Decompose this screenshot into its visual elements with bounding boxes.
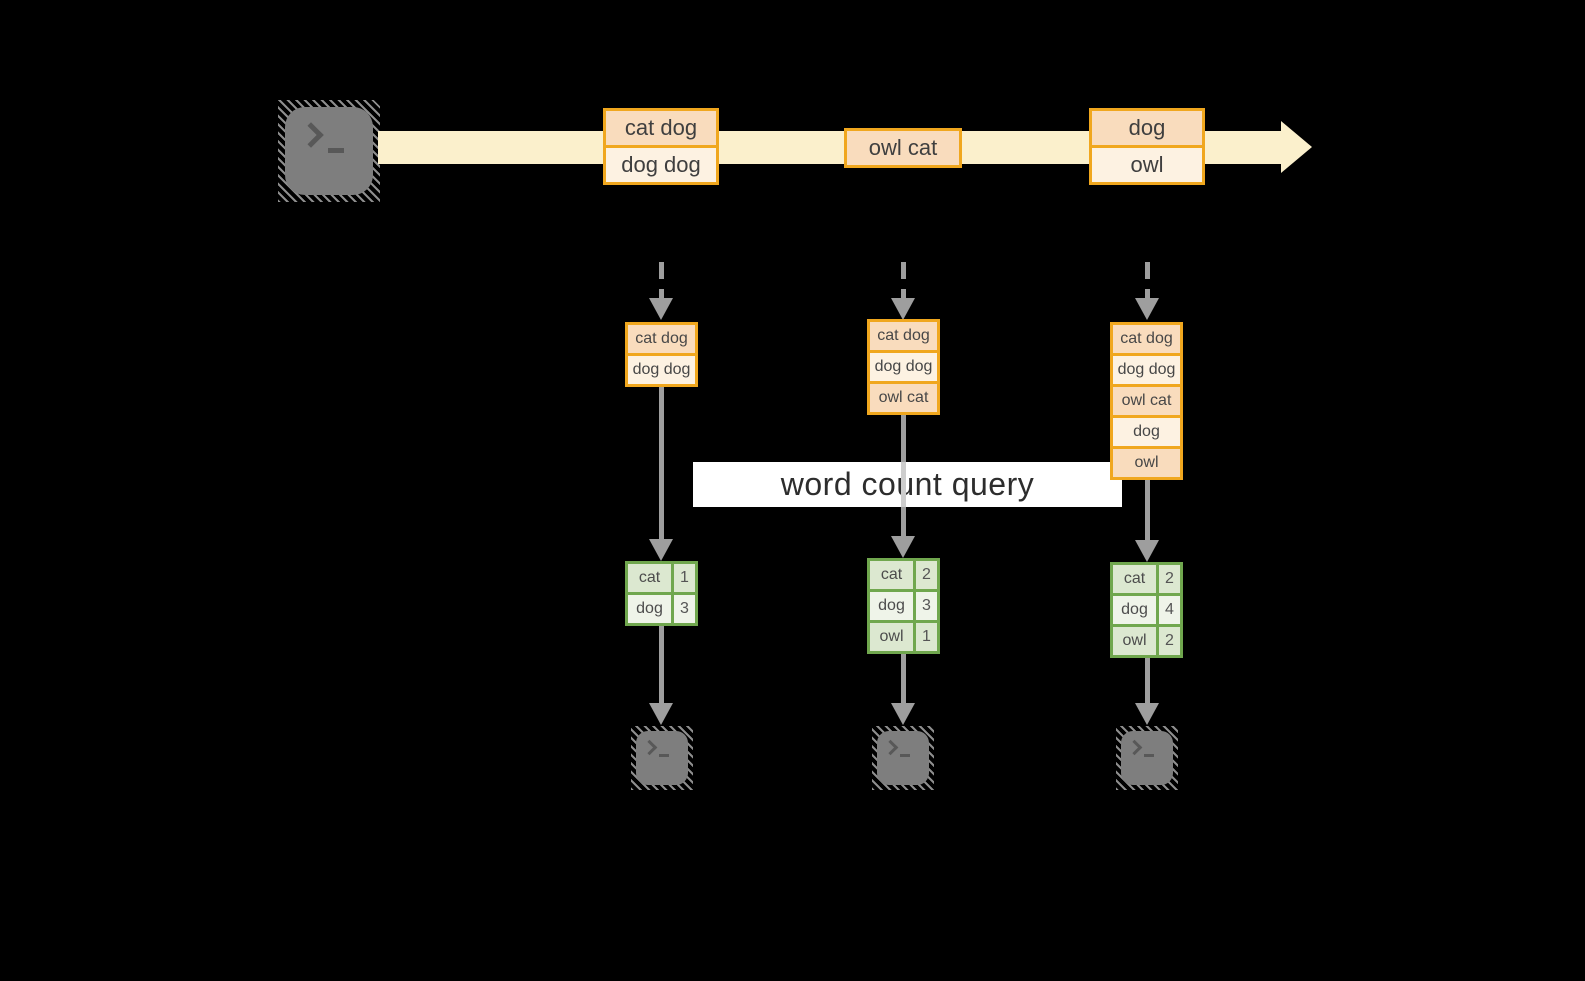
count-cell: 3 (674, 595, 695, 623)
word-cell: cat (870, 561, 913, 589)
buffer-record: cat dog (870, 322, 937, 350)
ingest-arrow-dashed (659, 262, 664, 300)
word-cell: cat (628, 564, 671, 592)
count-cell: 2 (1159, 565, 1180, 593)
output-arrow-line (659, 626, 664, 705)
query-arrow-through-banner (901, 462, 906, 507)
output-arrow-head (649, 703, 673, 725)
table-row: owl 2 (1113, 627, 1180, 655)
output-arrow-head (1135, 703, 1159, 725)
buffer-stack: cat dog dog dog owl cat dog owl (1110, 322, 1183, 480)
stream-record: dog (1092, 111, 1202, 145)
source-terminal-icon (278, 100, 380, 202)
word-count-query-banner: word count query (693, 462, 1122, 507)
prompt-underscore-icon (659, 754, 669, 757)
terminal-screen (636, 731, 688, 785)
ingest-arrow-dashed (1145, 262, 1150, 300)
sink-terminal-icon (631, 726, 693, 790)
ingest-arrow-head (891, 298, 915, 320)
table-row: cat 2 (1113, 565, 1180, 593)
stream-arrow-head (1281, 121, 1312, 173)
prompt-underscore-icon (1144, 754, 1154, 757)
buffer-stack: cat dog dog dog (625, 322, 698, 387)
output-arrow-line (1145, 658, 1150, 705)
stream-record: cat dog (606, 111, 716, 145)
terminal-screen (877, 731, 929, 785)
stream-record: owl (1092, 145, 1202, 182)
stream-record: owl cat (847, 131, 959, 165)
table-row: dog 4 (1113, 596, 1180, 624)
buffer-record: dog dog (628, 353, 695, 384)
table-row: cat 2 (870, 561, 937, 589)
count-cell: 2 (1159, 627, 1180, 655)
buffer-record: owl cat (1113, 384, 1180, 415)
table-row: dog 3 (870, 592, 937, 620)
ingest-arrow-head (649, 298, 673, 320)
ingest-arrow-head (1135, 298, 1159, 320)
buffer-record: dog dog (870, 350, 937, 381)
word-count-table: cat 2 dog 3 owl 1 (867, 558, 940, 654)
count-cell: 1 (916, 623, 937, 651)
word-cell: cat (1113, 565, 1156, 593)
query-arrow-line (1145, 478, 1150, 541)
count-cell: 1 (674, 564, 695, 592)
output-arrow-head (891, 703, 915, 725)
word-cell: owl (1113, 627, 1156, 655)
stream-record-box: owl cat (844, 128, 962, 168)
word-cell: dog (628, 595, 671, 623)
count-cell: 4 (1159, 596, 1180, 624)
prompt-underscore-icon (328, 148, 344, 153)
buffer-record: dog dog (1113, 353, 1180, 384)
ingest-arrow-dashed (901, 262, 906, 300)
prompt-underscore-icon (900, 754, 910, 757)
buffer-record: cat dog (628, 325, 695, 353)
count-cell: 2 (916, 561, 937, 589)
table-row: owl 1 (870, 623, 937, 651)
buffer-record: cat dog (1113, 325, 1180, 353)
query-arrow-head (891, 536, 915, 558)
buffer-stack: cat dog dog dog owl cat (867, 319, 940, 415)
buffer-record: dog (1113, 415, 1180, 446)
buffer-record: owl (1113, 446, 1180, 477)
sink-terminal-icon (1116, 726, 1178, 790)
word-cell: owl (870, 623, 913, 651)
buffer-record: owl cat (870, 381, 937, 412)
query-arrow-line (659, 385, 664, 540)
sink-terminal-icon (872, 726, 934, 790)
stream-record-box: dog owl (1089, 108, 1205, 185)
query-arrow-head (649, 539, 673, 561)
word-count-table: cat 1 dog 3 (625, 561, 698, 626)
stream-record-box: cat dog dog dog (603, 108, 719, 185)
word-count-table: cat 2 dog 4 owl 2 (1110, 562, 1183, 658)
table-row: dog 3 (628, 595, 695, 623)
word-cell: dog (870, 592, 913, 620)
terminal-screen (1121, 731, 1173, 785)
stream-record: dog dog (606, 145, 716, 182)
query-arrow-head (1135, 540, 1159, 562)
output-arrow-line (901, 654, 906, 705)
word-cell: dog (1113, 596, 1156, 624)
banner-label: word count query (780, 466, 1035, 502)
count-cell: 3 (916, 592, 937, 620)
table-row: cat 1 (628, 564, 695, 592)
